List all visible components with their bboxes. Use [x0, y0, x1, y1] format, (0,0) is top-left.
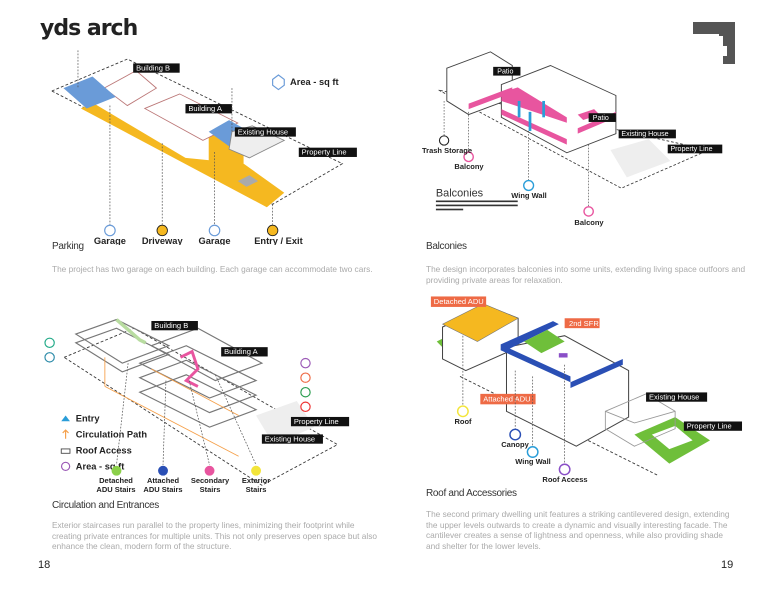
inset-title: Balconies [436, 187, 484, 199]
brand-logo: yds arch [40, 16, 138, 41]
tag-building-b: Building B [154, 321, 188, 330]
tag-building-a: Building A [224, 347, 259, 356]
section-title-parking: Parking [52, 241, 84, 252]
tag-property-line: Property Line [687, 421, 732, 430]
marker-label: Secondary Stairs [190, 476, 230, 494]
legend-entry: Entry [76, 413, 101, 423]
tag-property-line: Property Line [294, 417, 339, 426]
marker-label: Detached ADU Stairs [96, 476, 136, 494]
marker-label: Roof Access [542, 475, 588, 484]
tag-property-line: Property Line [302, 148, 347, 157]
tag-detached-adu: Detached ADU [434, 297, 484, 306]
marker-label: Wing Wall [511, 191, 547, 200]
arrow-up-icon [62, 429, 69, 439]
legend-circulation: Circulation Path [76, 429, 148, 439]
roof-diagram: Detached ADU 2nd SFR Attached ADU Existi… [430, 296, 743, 476]
roof-icon [456, 405, 469, 418]
tag-attached-adu: Attached ADU [483, 394, 530, 403]
corner-logo-mark [693, 22, 735, 64]
tag-property-line: Property Line [670, 145, 712, 153]
section-body-roof: The second primary dwelling unit feature… [426, 509, 730, 551]
marker-label: Garage [94, 236, 126, 245]
wing-wall-icon [523, 179, 535, 192]
legend-area: Area - sq ft [76, 461, 125, 471]
marker-label: Garage [199, 236, 231, 245]
section-body-balconies: The design incorporates balconies into s… [426, 264, 746, 285]
section-title-roof: Roof and Accessories [426, 488, 517, 499]
tag-existing-house: Existing House [621, 130, 668, 138]
marker-label: Canopy [501, 440, 529, 449]
tag-patio: Patio [497, 67, 513, 75]
section-title-circulation: Circulation and Entrances [52, 500, 160, 511]
parking-diagram: Building B Building A Existing House Pro… [50, 50, 357, 245]
marker-label: Balcony [574, 218, 604, 227]
tag-2nd-sfr: 2nd SFR [569, 319, 599, 328]
tag-existing-house: Existing House [265, 434, 315, 443]
marker-label: Wing Wall [515, 457, 551, 466]
area-circle-icon [60, 461, 71, 472]
balconies-diagram: Patio Patio Existing House Property Line… [435, 51, 723, 217]
entry-icon [61, 415, 70, 422]
wing-wall-icon [526, 446, 539, 458]
legend-roof-access: Roof Access [76, 445, 132, 455]
marker-label: Attached ADU Stairs [143, 476, 183, 494]
roof-access-icon [558, 463, 571, 476]
section-body-circulation: Exterior staircases run parallel to the … [52, 520, 377, 551]
tag-patio: Patio [593, 114, 609, 122]
marker-label: Driveway [142, 236, 184, 245]
marker-label: Balcony [454, 162, 484, 171]
parking-icon [104, 224, 116, 237]
tag-existing-house: Existing House [649, 392, 699, 401]
balcony-icon [583, 206, 594, 217]
marker-label: Entry / Exit [254, 236, 302, 245]
legend-area: Area - sq ft [290, 77, 338, 87]
section-title-balconies: Balconies [426, 241, 467, 252]
section-body-parking: The project has two garage on each build… [52, 264, 373, 274]
marker-label: Trash Storage [421, 146, 473, 155]
canopy-icon [509, 428, 522, 441]
page-number-right: 19 [721, 559, 734, 571]
circulation-diagram: Building B Building A Existing House Pro… [44, 318, 350, 486]
parking-icon [208, 224, 221, 237]
tag-building-b: Building B [136, 63, 170, 72]
area-hexagon-icon [272, 74, 285, 91]
trash-icon [438, 135, 450, 146]
tag-existing-house: Existing House [238, 127, 288, 136]
marker-label: Roof [454, 417, 472, 426]
balcony-icon [463, 151, 474, 163]
car-icon [156, 224, 168, 237]
tag-building-a: Building A [188, 104, 223, 113]
roof-access-icon [60, 448, 71, 454]
page-number-left: 18 [38, 559, 51, 571]
car-icon [266, 224, 279, 237]
marker-label: Exterior Stairs [241, 476, 271, 494]
